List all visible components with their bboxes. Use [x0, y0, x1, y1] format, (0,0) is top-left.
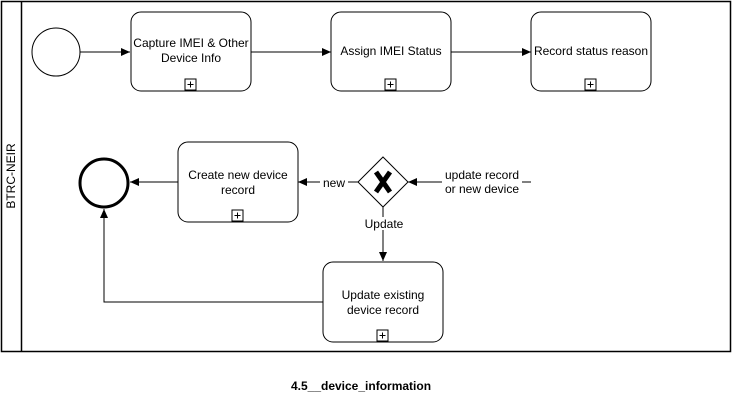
svg-text:Update: Update — [365, 217, 404, 231]
start-event — [31, 27, 81, 77]
svg-text:new: new — [323, 176, 345, 190]
lane-label: BTRC-NEIR — [4, 143, 18, 209]
flow-update-to-end — [100, 209, 323, 303]
svg-text:or new device: or new device — [445, 182, 519, 196]
task-create: Create new device record — [177, 141, 299, 223]
svg-text:Create new device: Create new device — [188, 168, 288, 182]
svg-text:Assign IMEI Status: Assign IMEI Status — [340, 44, 441, 58]
task-capture: Capture IMEI & Other Device Info — [130, 11, 252, 92]
edge-label-new: new — [320, 176, 348, 190]
svg-text:update record: update record — [445, 168, 519, 182]
svg-text:Capture IMEI & Other: Capture IMEI & Other — [133, 36, 248, 50]
edge-label-update: Update — [364, 217, 404, 231]
svg-text:record: record — [221, 183, 255, 197]
svg-text:Record status reason: Record status reason — [534, 44, 648, 58]
task-reason: Record status reason — [530, 11, 652, 92]
end-event — [78, 157, 130, 209]
diagram-caption: 4.5__device_information — [291, 379, 431, 393]
task-update: Update existing device record — [322, 261, 444, 343]
svg-text:Update existing: Update existing — [342, 288, 425, 302]
edge-label-incoming: update record or new device — [442, 168, 522, 196]
svg-text:Device Info: Device Info — [161, 51, 221, 65]
task-assign: Assign IMEI Status — [330, 11, 452, 92]
svg-text:device record: device record — [347, 303, 419, 317]
exclusive-gateway — [357, 156, 409, 208]
